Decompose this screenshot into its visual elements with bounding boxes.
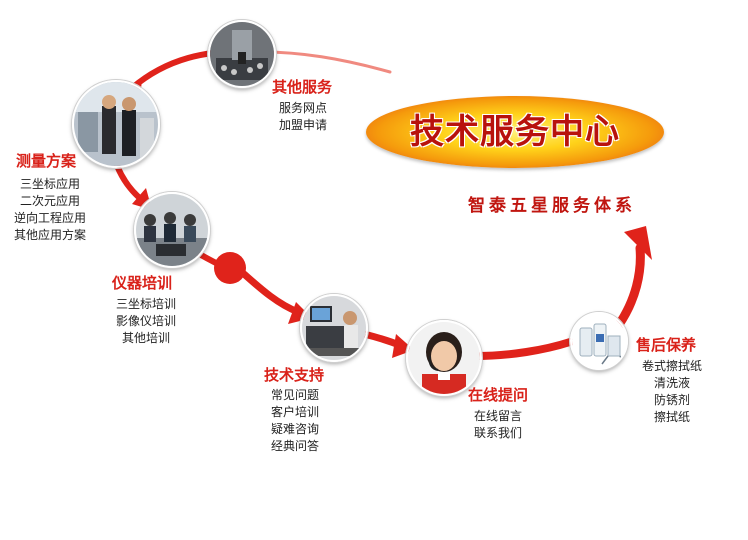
list-item[interactable]: 其他应用方案 xyxy=(13,228,86,242)
center-title: 技术服务中心 xyxy=(410,112,620,152)
list-item[interactable]: 经典问答 xyxy=(270,439,319,453)
list-item[interactable]: 常见问题 xyxy=(270,388,319,402)
node-items-online-q: 在线留言 联系我们 xyxy=(468,408,528,442)
node-title-training[interactable]: 仪器培训 xyxy=(112,274,173,292)
list-item[interactable]: 在线留言 xyxy=(473,409,522,423)
exhibition-photo xyxy=(72,80,160,168)
node-title-tech-support[interactable]: 技术支持 xyxy=(264,366,325,384)
center-title-oval xyxy=(366,96,664,168)
node-title-after-sales[interactable]: 售后保养 xyxy=(636,336,697,354)
list-item[interactable]: 三坐标培训 xyxy=(115,297,176,311)
list-item[interactable]: 清洗液 xyxy=(653,376,690,390)
list-item[interactable]: 卷式擦拭纸 xyxy=(641,359,702,373)
list-item[interactable]: 三坐标应用 xyxy=(19,177,80,191)
node-items-tech-support: 常见问题 客户培训 疑难咨询 经典问答 xyxy=(264,387,326,455)
products-photo xyxy=(570,312,628,370)
node-title-measurement[interactable]: 测量方案 xyxy=(16,152,77,170)
operator-photo xyxy=(406,320,482,396)
node-title-other-services[interactable]: 其他服务 xyxy=(272,78,333,96)
list-item[interactable]: 擦拭纸 xyxy=(653,410,690,424)
arrow-segment-right xyxy=(472,338,574,360)
service-system-subtitle: 智泰五星服务体系 xyxy=(468,196,636,216)
node-items-after-sales: 卷式擦拭纸 清洗液 防锈剂 擦拭纸 xyxy=(630,358,714,426)
list-item[interactable]: 客户培训 xyxy=(270,405,319,419)
classroom-photo xyxy=(134,192,210,268)
list-item[interactable]: 防锈剂 xyxy=(653,393,690,407)
arrow-tail xyxy=(260,50,392,74)
list-item[interactable]: 服务网点 xyxy=(278,101,327,115)
node-items-measurement: 三坐标应用 二次元应用 逆向工程应用 其他应用方案 xyxy=(6,176,94,244)
arrow-head-rise xyxy=(624,226,652,260)
list-item[interactable]: 逆向工程应用 xyxy=(13,211,86,225)
node-items-training: 三坐标培训 影像仪培训 其他培训 xyxy=(108,296,184,347)
arrow-segment-rise xyxy=(613,243,645,331)
list-item[interactable]: 加盟申请 xyxy=(278,118,327,132)
list-item[interactable]: 疑难咨询 xyxy=(270,422,319,436)
arrow-segment-lower xyxy=(240,270,302,316)
node-title-online-q[interactable]: 在线提问 xyxy=(468,386,529,404)
list-item[interactable]: 影像仪培训 xyxy=(115,314,176,328)
node-items-other-services: 服务网点 加盟申请 xyxy=(272,100,334,134)
list-item[interactable]: 二次元应用 xyxy=(19,194,80,208)
arrow-dot xyxy=(214,252,246,284)
workstation-photo xyxy=(300,294,368,362)
list-item[interactable]: 联系我们 xyxy=(473,426,522,440)
machine-photo xyxy=(208,20,276,88)
list-item[interactable]: 其他培训 xyxy=(121,331,170,345)
